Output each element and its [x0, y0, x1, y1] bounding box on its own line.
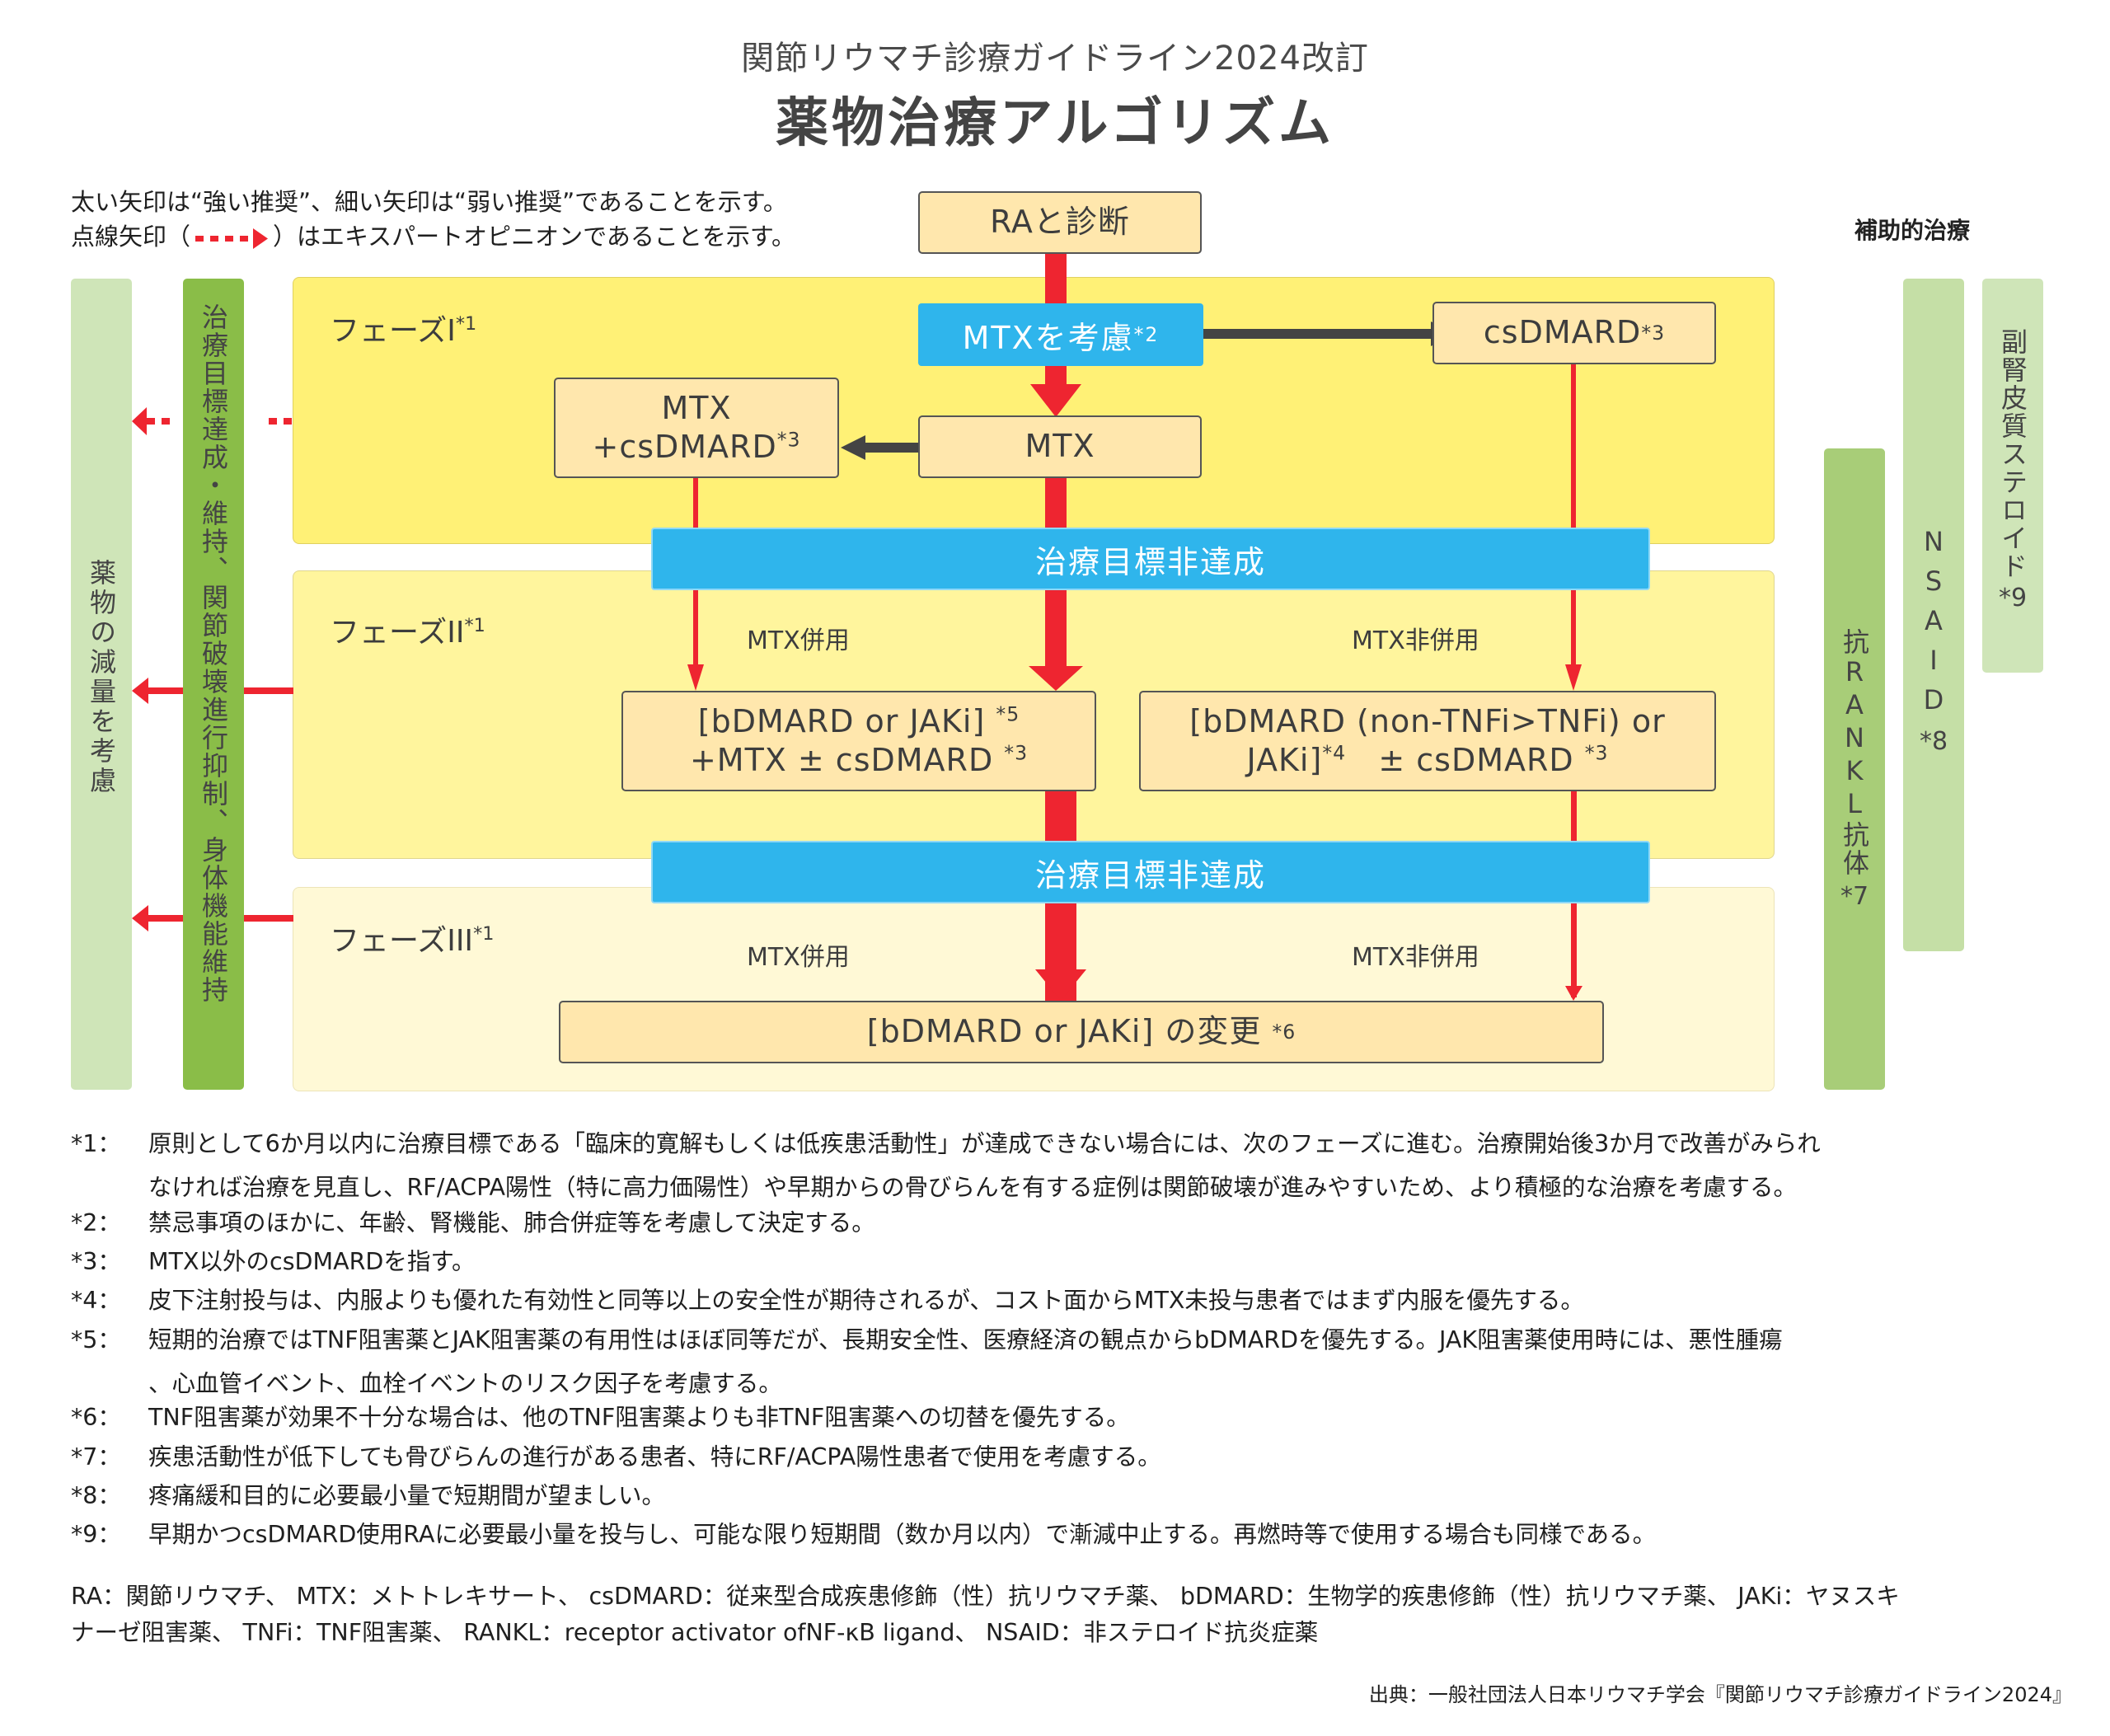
- treatment-goal-label: 治療目標達成・維持、関節破壊進行抑制、身体機能維持: [198, 303, 229, 1004]
- source-citation: 出典：一般社団法人日本リウマチ学会『関節リウマチ診療ガイドライン2024』: [1368, 1683, 2072, 1706]
- ra-diagnosis-box: RAと診断: [918, 191, 1202, 254]
- aux-therapy-title: 補助的治療: [1854, 217, 1971, 244]
- footnote-1-cont: なければ治療を見直し、RF/ACPA陽性（特に高力価陽性）や早期からの骨びらんを…: [148, 1174, 1797, 1201]
- mtx-with-label-phase2: MTX併用: [747, 626, 850, 655]
- anti-rankl-bar: 抗RANKL抗体 *7: [1824, 448, 1885, 1090]
- mtx-box: MTX: [918, 415, 1202, 478]
- footnote-5: *5：短期的治療ではTNF阻害薬とJAK阻害薬の有用性はほぼ同等だが、長期安全性…: [71, 1326, 1783, 1354]
- mtx-without-label-phase2: MTX非併用: [1352, 626, 1479, 655]
- anti-rankl-note: *7: [1840, 882, 1869, 911]
- anti-rankl-label: 抗RANKL抗体: [1839, 628, 1870, 877]
- abbreviations-line-2: ナーゼ阻害薬、 TNFi：TNF阻害薬、 RANKL：receptor acti…: [71, 1619, 1319, 1646]
- legend-dotted-prefix: 点線矢印（: [71, 223, 191, 251]
- footnote-1: *1：原則として6か月以内に治療目標である「臨床的寛解もしくは低疾患活動性」が達…: [71, 1130, 1821, 1157]
- page-title: 薬物治療アルゴリズム: [775, 93, 1335, 154]
- phase-1-label: フェーズI*1: [330, 313, 477, 348]
- footnote-9: *9：早期かつcsDMARD使用RAに必要最小量を投与し、可能な限り短期間（数か…: [71, 1521, 1657, 1548]
- legend-arrow-thickness: 太い矢印は“強い推奨”、細い矢印は“弱い推奨”であることを示す。: [71, 188, 787, 216]
- nsaid-note: *8: [1919, 727, 1948, 756]
- phase2-no-mtx-box: [bDMARD (non-TNFi>TNFi) or JAKi]*4 ± csD…: [1139, 691, 1716, 791]
- subtitle: 関節リウマチ診療ガイドライン2024改訂: [741, 40, 1369, 77]
- goal-not-achieved-bar-1: 治療目標非達成: [651, 528, 1650, 590]
- dose-reduction-label: 薬物の減量を考慮: [86, 559, 117, 796]
- steroid-bar: 副腎皮質ステロイド *9: [1982, 279, 2043, 673]
- footnote-5-cont: 、心血管イベント、血栓イベントのリスク因子を考慮する。: [148, 1370, 782, 1397]
- phase3-switch-box: [bDMARD or JAKi] の変更 *6: [559, 1001, 1604, 1063]
- phase-3-label: フェーズIII*1: [330, 923, 495, 958]
- legend-dotted-suffix: ）はエキスパートオピニオンであることを示す。: [273, 223, 795, 251]
- phase2-mtx-combo-box: [bDMARD or JAKi] *5 +MTX ± csDMARD *3: [621, 691, 1096, 791]
- mtx-plus-csdmard-box: MTX +csDMARD*3: [554, 378, 839, 478]
- abbreviations-line-1: RA：関節リウマチ、 MTX：メトトレキサート、 csDMARD：従来型合成疾患…: [71, 1583, 1900, 1610]
- mtx-with-label-phase3: MTX併用: [747, 943, 850, 972]
- csdmard-box: csDMARD*3: [1432, 302, 1716, 364]
- dotted-arrow-icon: [190, 226, 273, 251]
- nsaid-bar: NSAID *8: [1903, 279, 1964, 951]
- mtx-without-label-phase3: MTX非併用: [1352, 943, 1479, 972]
- treatment-goal-bar: 治療目標達成・維持、関節破壊進行抑制、身体機能維持: [183, 279, 244, 1090]
- footnote-4: *4：皮下注射投与は、内服よりも優れた有効性と同等以上の安全性が期待されるが、コ…: [71, 1287, 1584, 1314]
- dose-reduction-bar: 薬物の減量を考慮: [71, 279, 132, 1090]
- goal-not-achieved-bar-2: 治療目標非達成: [651, 841, 1650, 903]
- consider-mtx-box: MTXを考慮*2: [918, 303, 1203, 366]
- phase-2-label: フェーズII*1: [330, 615, 485, 650]
- steroid-label: 副腎皮質ステロイド: [1997, 328, 2028, 580]
- footnote-3: *3：MTX以外のcsDMARDを指す。: [71, 1248, 476, 1275]
- footnote-2: *2：禁忌事項のほかに、年齢、腎機能、肺合併症等を考慮して決定する。: [71, 1209, 875, 1236]
- steroid-note: *9: [1998, 584, 2028, 612]
- legend-dotted-arrow: 点線矢印（ ）はエキスパートオピニオンであることを示す。: [71, 218, 795, 252]
- footnote-8: *8：疼痛緩和目的に必要最小量で短期間が望ましい。: [71, 1482, 666, 1509]
- nsaid-label: NSAID: [1918, 526, 1949, 724]
- footnote-6: *6：TNF阻害薬が効果不十分な場合は、他のTNF阻害薬よりも非TNF阻害薬への…: [71, 1404, 1130, 1431]
- footnote-7: *7：疾患活動性が低下しても骨びらんの進行がある患者、特にRF/ACPA陽性患者…: [71, 1443, 1161, 1471]
